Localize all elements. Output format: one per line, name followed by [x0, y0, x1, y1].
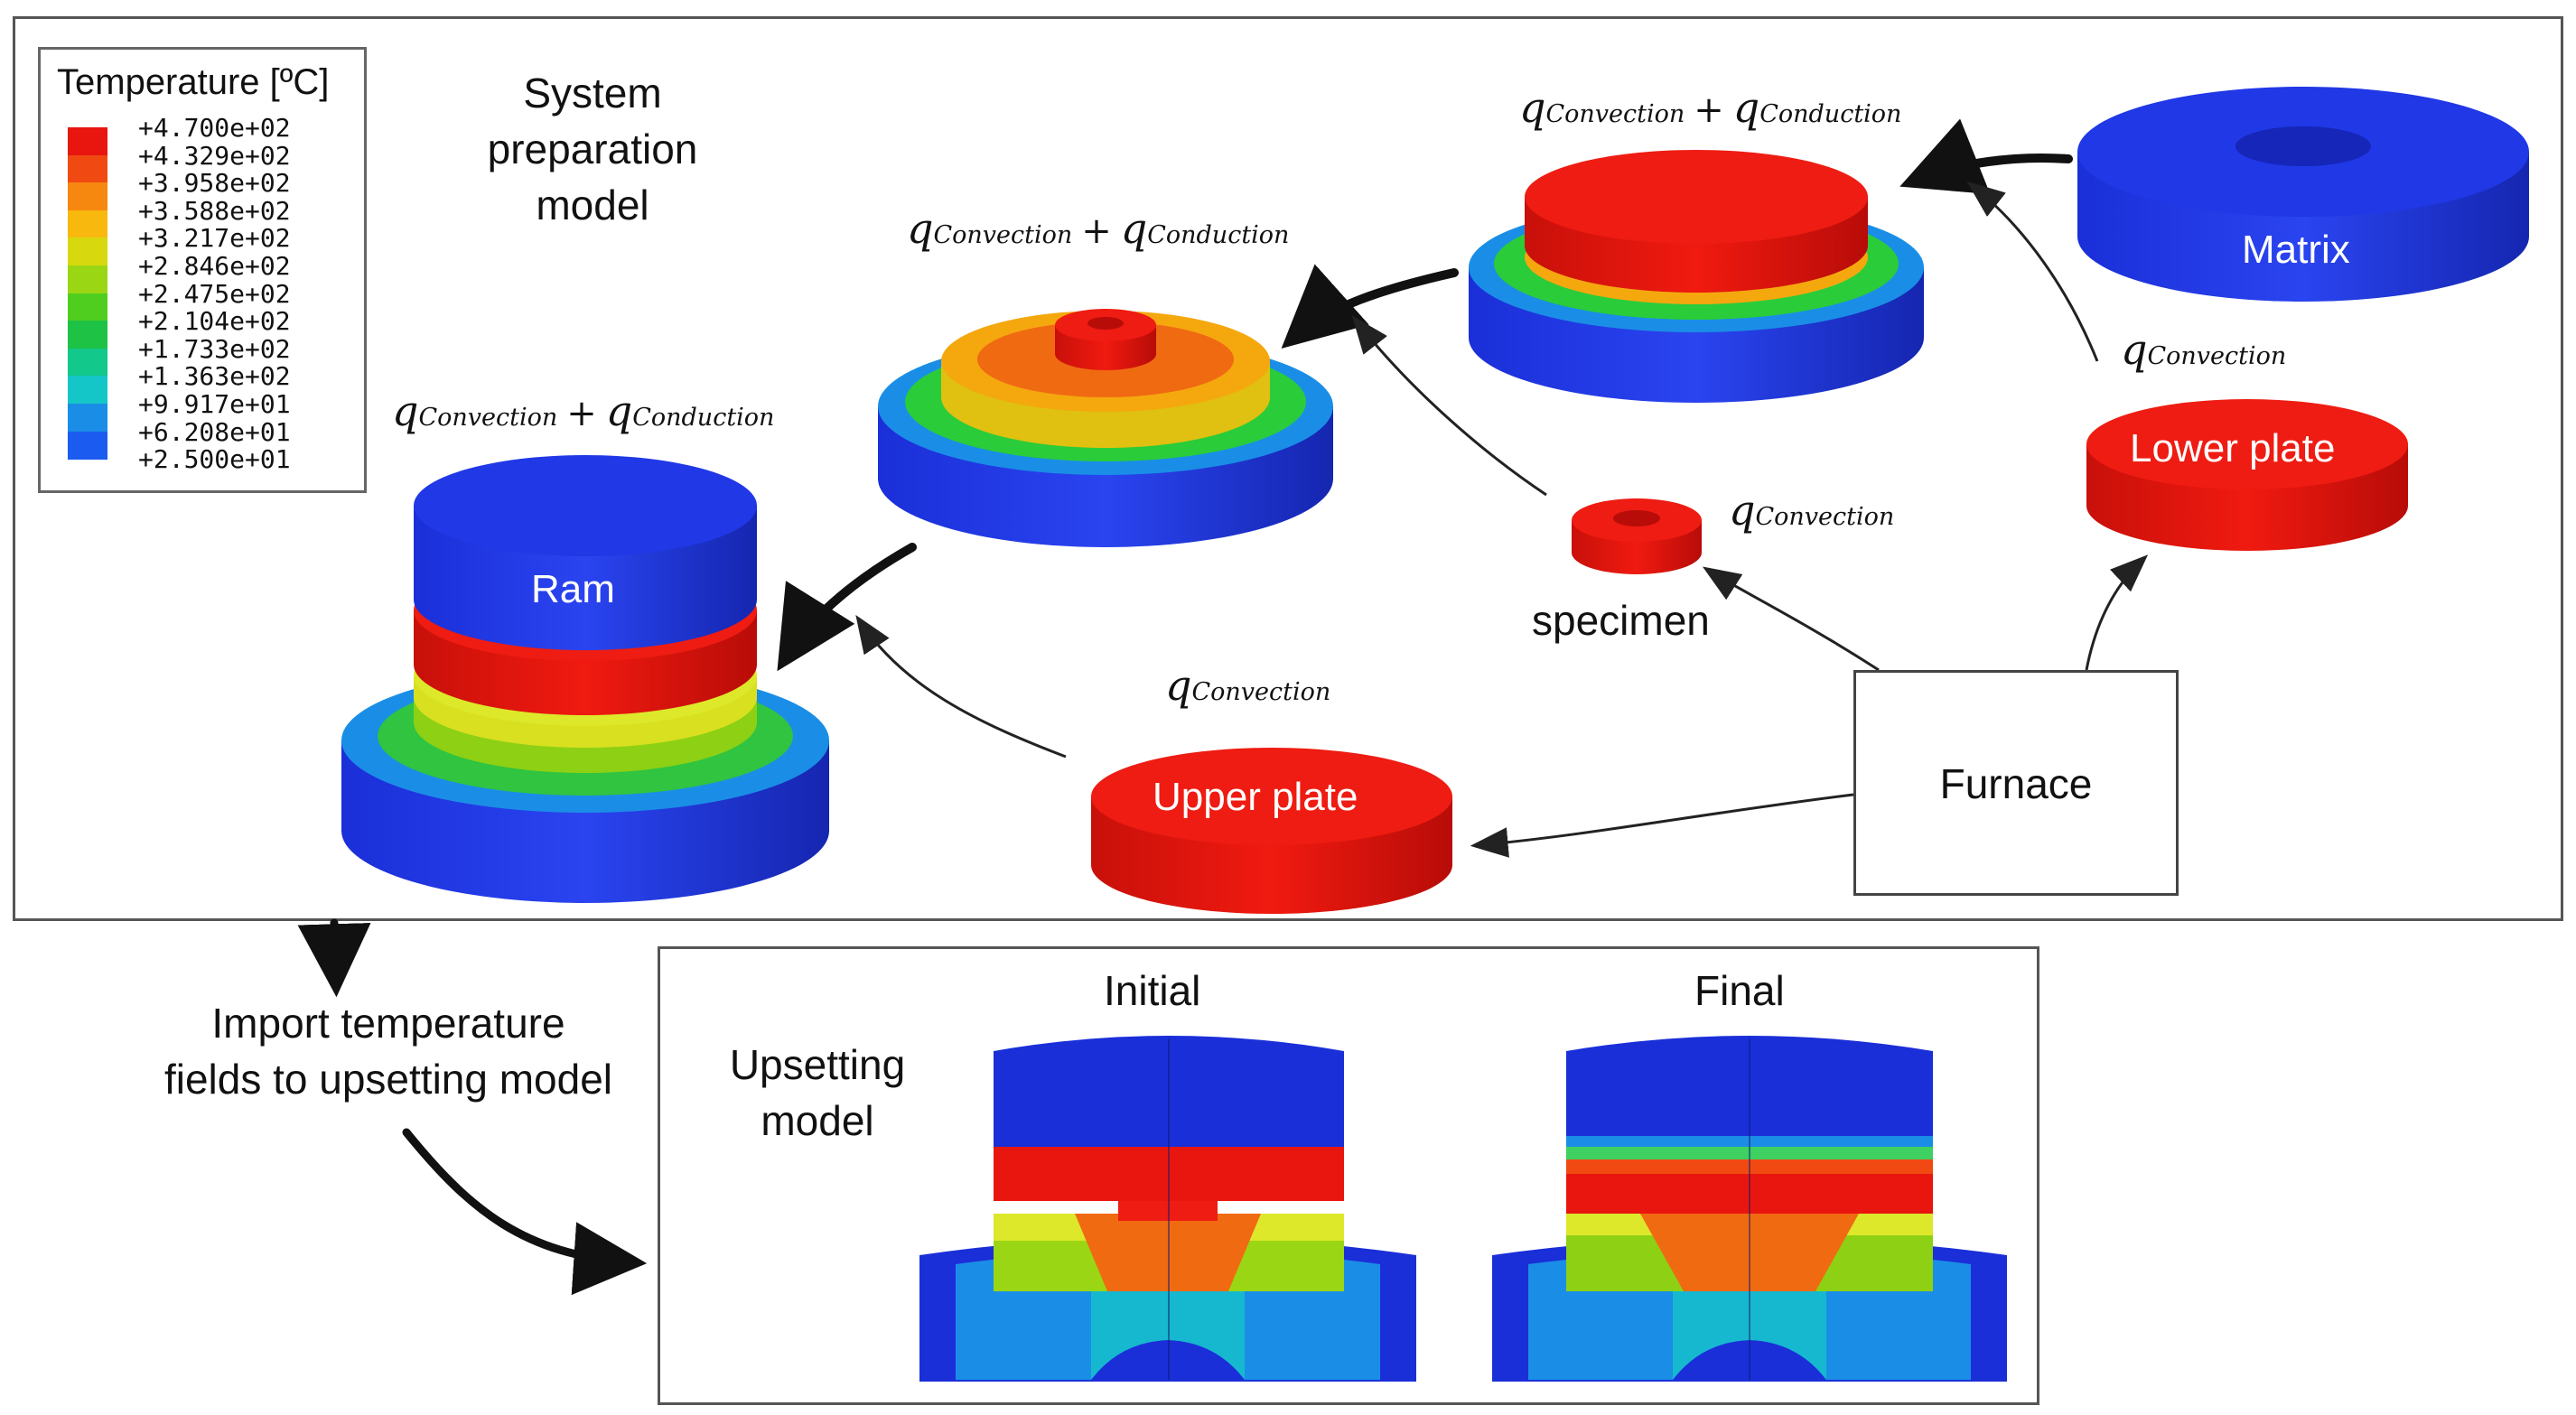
arrow-assembly3-to-assembly2	[1281, 264, 1459, 349]
import-text: Import temperature fields to upsetting m…	[126, 995, 650, 1107]
import-text-line-2: fields to upsetting model	[163, 1056, 613, 1103]
legend-value: +3.588e+02	[138, 195, 291, 226]
system-model-line-2: preparation	[487, 126, 698, 172]
legend-value: +4.700e+02	[138, 113, 291, 143]
matrix-label: Matrix	[2242, 228, 2350, 272]
assembly-with-ram	[341, 455, 829, 903]
heat-term-conv-cond-assembly3: qConvection+qConduction	[1519, 83, 1902, 132]
legend-swatch	[68, 127, 107, 156]
upsetting-model-line-2: model	[761, 1097, 874, 1144]
furnace-label: Furnace	[1939, 760, 2093, 807]
matrix-part	[2077, 87, 2529, 302]
legend-swatch	[68, 154, 107, 184]
assembly-matrix-lower-plate	[1469, 150, 1924, 403]
upsetting-model-line-1: Upsetting	[729, 1041, 906, 1088]
heat-term-conv-specimen: qConvection	[1729, 486, 1895, 535]
arrow-down-to-import	[297, 918, 371, 998]
legend-swatch	[68, 182, 107, 211]
arrow-matrix-to-assembly	[1899, 118, 2073, 195]
arrow-specimen-to-assembly	[1351, 315, 1547, 497]
legend-value: +3.217e+02	[138, 223, 291, 254]
specimen-label: specimen	[1532, 597, 1710, 644]
legend-swatch	[68, 293, 107, 322]
import-arrows	[297, 918, 648, 1296]
arrow-to-upsetting-model	[402, 1128, 648, 1296]
legend-swatch	[68, 265, 107, 294]
system-model-line-1: System	[523, 70, 662, 116]
lower-plate-part	[2086, 399, 2408, 551]
arrow-assembly2-to-ram	[777, 543, 917, 672]
legend-value: +2.475e+02	[138, 278, 291, 309]
heat-term-conv-cond-assembly2: qConvection+qConduction	[907, 204, 1290, 253]
legend-swatch	[68, 321, 107, 349]
temperature-legend: Temperature [ºC] +4.700e+02+4.329e+02+3.…	[38, 47, 367, 493]
upsetting-final-model	[1492, 1036, 2007, 1382]
arrow-furnace-to-lower-plate	[2085, 554, 2149, 671]
upsetting-model-label: Upsetting model	[705, 1037, 930, 1149]
legend-value: +2.104e+02	[138, 306, 291, 337]
legend-value: +1.733e+02	[138, 333, 291, 364]
system-model-label: System preparation model	[457, 65, 728, 233]
heat-term-conv-upper-plate: qConvection	[1165, 661, 1331, 710]
ram-label: Ram	[531, 567, 615, 611]
legend-value: +3.958e+02	[138, 168, 291, 199]
assembly-with-specimen	[878, 309, 1333, 547]
system-model-line-3: model	[536, 182, 649, 228]
specimen-part	[1572, 498, 1702, 574]
final-label: Final	[1694, 967, 1785, 1014]
legend-swatch	[68, 404, 107, 433]
thin-arrows	[855, 181, 2149, 858]
legend-value: +6.208e+01	[138, 416, 291, 447]
legend-swatch	[68, 209, 107, 239]
heat-term-conv-lower-plate: qConvection	[2121, 325, 2287, 374]
legend-swatch	[68, 237, 107, 266]
heat-term-conv-cond-ram: qConvection+qConduction	[392, 386, 775, 435]
legend-swatch	[68, 431, 107, 461]
arrow-upper-plate-to-ram	[855, 615, 1067, 759]
upsetting-initial-model	[919, 1036, 1416, 1382]
arrow-furnace-to-specimen	[1702, 566, 1880, 672]
legend-value: +2.846e+02	[138, 251, 291, 281]
legend-title: Temperature [ºC]	[57, 62, 330, 102]
arrow-lower-plate-to-assembly	[1966, 181, 2099, 362]
import-text-line-1: Import temperature	[211, 1000, 565, 1047]
flow-arrows	[777, 118, 2073, 672]
lower-plate-label: Lower plate	[2130, 426, 2336, 470]
legend-value: +9.917e+01	[138, 389, 291, 419]
upper-plate-part	[1091, 748, 1452, 914]
upper-plate-label: Upper plate	[1153, 775, 1358, 819]
arrow-furnace-to-upper-plate	[1470, 793, 1854, 858]
legend-value: +4.329e+02	[138, 140, 291, 171]
initial-label: Initial	[1104, 967, 1201, 1014]
legend-swatch	[68, 348, 107, 377]
furnace-box: Furnace	[1853, 670, 2179, 896]
legend-value: +2.500e+01	[138, 444, 291, 475]
legend-value: +1.363e+02	[138, 361, 291, 392]
legend-swatch	[68, 376, 107, 405]
